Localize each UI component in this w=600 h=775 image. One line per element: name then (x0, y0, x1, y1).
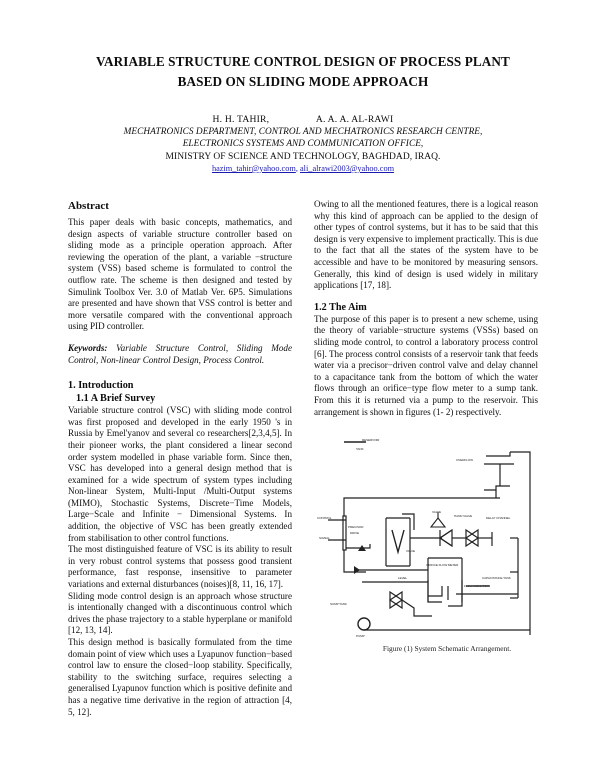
precisor-arrow (358, 545, 366, 552)
pump-suction-line (401, 599, 432, 617)
reservoir-outlet (484, 485, 510, 491)
pump-discharge-valve-b (388, 590, 403, 610)
two-column-body: Abstract This paper deals with basic con… (68, 199, 538, 718)
keywords-line: Keywords: Variable Structure Control, Sl… (68, 343, 292, 366)
section-1-heading: 1. Introduction (68, 380, 134, 392)
right-paragraph-1: Owing to all the mentioned features, the… (314, 199, 539, 291)
capacitance-tank-drain-left (427, 580, 442, 603)
figure-label-tank: TANK (356, 447, 364, 452)
figure-label-level: LEVEL (398, 576, 408, 581)
page-content: VARIABLE STRUCTURE CONTROL DESIGN OF PRO… (68, 52, 538, 718)
email-link-2[interactable]: ali_alrawi2003@yahoo.com (300, 163, 395, 173)
section-1-1-paragraph-3: Sliding mode control design is an approa… (68, 590, 292, 636)
figure-label-orifice-meter: ORIFICE FLOW METER (426, 563, 459, 568)
email-separator: , (295, 163, 300, 173)
section-1-1-paragraph-1: Variable structure control (VSC) with sl… (68, 405, 292, 543)
figure-label-pump: PUMP (356, 634, 365, 639)
pump-symbol (357, 617, 371, 631)
page-title: VARIABLE STRUCTURE CONTROL DESIGN OF PRO… (96, 54, 510, 89)
figure-label-hand-valve: HAND VALVE (454, 514, 473, 519)
figure-label-valve: VALVE (406, 549, 416, 554)
section-1-1-heading: 1.1 A Brief Survey (76, 393, 156, 405)
author-name-2: A. A. A. AL-RAWI (315, 114, 394, 125)
figure-label-drive: DRIVE (350, 531, 359, 536)
level-sense-arrow (354, 566, 360, 575)
spacer-before-section-1 (68, 366, 292, 379)
system-schematic-diagram (328, 441, 531, 636)
author-name-1: H. H. TAHIR, (212, 114, 270, 125)
figure-label-control: CONTROL (317, 516, 332, 521)
return-line (510, 451, 531, 636)
valve-actuator-link (402, 513, 415, 531)
figure-label-sump-tank: SUMP TANK (330, 602, 347, 607)
author-block: H. H. TAHIR, A. A. A. AL-RAWI MECHATRONI… (68, 114, 538, 175)
main-feed-header (343, 497, 500, 517)
spacer-before-section-1-2 (314, 292, 538, 301)
capacitance-tank-drain-right (448, 580, 463, 607)
section-1-2-heading: 1.2 The Aim (314, 301, 367, 313)
reservoir-inlet-lip (486, 452, 511, 457)
abstract-heading: Abstract (68, 200, 109, 213)
figure-label-delay-channel: DELAY CHANNEL (486, 516, 511, 521)
figure-label-flow-indicator: FLOW INDICATOR (464, 584, 490, 589)
affiliation-line-2: ELECTRONICS SYSTEMS AND COMMUNICATION OF… (182, 139, 424, 150)
orifice-flow-meter-left (428, 586, 443, 597)
figure-1-caption: Figure (1) System Schematic Arrangement. (382, 644, 512, 654)
keywords-label: Keywords: (68, 342, 108, 353)
pump-discharge-valve (389, 590, 404, 610)
keywords-body: Variable Structure Control, Sliding Mode… (68, 342, 292, 365)
figure-label-signal: SIGNAL (319, 536, 330, 541)
section-1-2-paragraph-1: The purpose of this paper is to present … (314, 313, 538, 417)
relief-triangle (429, 517, 447, 528)
figure-1-canvas: RESERVOIR TANK OVERFLOW CONTROL SIGNAL P… (314, 430, 538, 660)
hand-valve-2 (465, 528, 480, 548)
precisor-drive-body (342, 515, 347, 551)
email-line: hazim_tahir@yahoo.com, ali_alrawi2003@ya… (68, 163, 538, 175)
valve-vee-symbol (391, 529, 405, 555)
figure-label-valve-top: VALVE (432, 510, 442, 515)
section-1-1-paragraph-2: The most distinguished feature of VSC is… (68, 544, 292, 590)
left-column: Abstract This paper deals with basic con… (68, 199, 292, 718)
hand-valve-1-seat (439, 529, 453, 547)
hand-valve-2-b (464, 528, 479, 548)
precisor-output-link (346, 544, 371, 549)
abstract-body: This paper deals with basic concepts, ma… (68, 217, 292, 332)
precisor-feedback-line (343, 550, 366, 573)
affiliation-line-3: MINISTRY OF SCIENCE AND TECHNOLOGY, BAGH… (165, 151, 441, 162)
email-link-1[interactable]: hazim_tahir@yahoo.com (211, 163, 296, 173)
right-column: Owing to all the mentioned features, the… (314, 199, 538, 718)
figure-label-precisor: PRECISOR (348, 525, 364, 530)
affiliation-line-1: MECHATRONICS DEPARTMENT, CONTROL AND MEC… (123, 127, 483, 138)
figure-label-capacitance-tank: CAPACITANCE TANK (482, 576, 511, 581)
author-names-line: H. H. TAHIR, A. A. A. AL-RAWI (68, 114, 538, 126)
figure-1: RESERVOIR TANK OVERFLOW CONTROL SIGNAL P… (314, 430, 538, 660)
figure-label-reservoir: RESERVOIR (362, 438, 380, 443)
figure-label-overflow: OVERFLOW (456, 458, 473, 463)
section-1-1-paragraph-4: This design method is basically formulat… (68, 637, 292, 717)
